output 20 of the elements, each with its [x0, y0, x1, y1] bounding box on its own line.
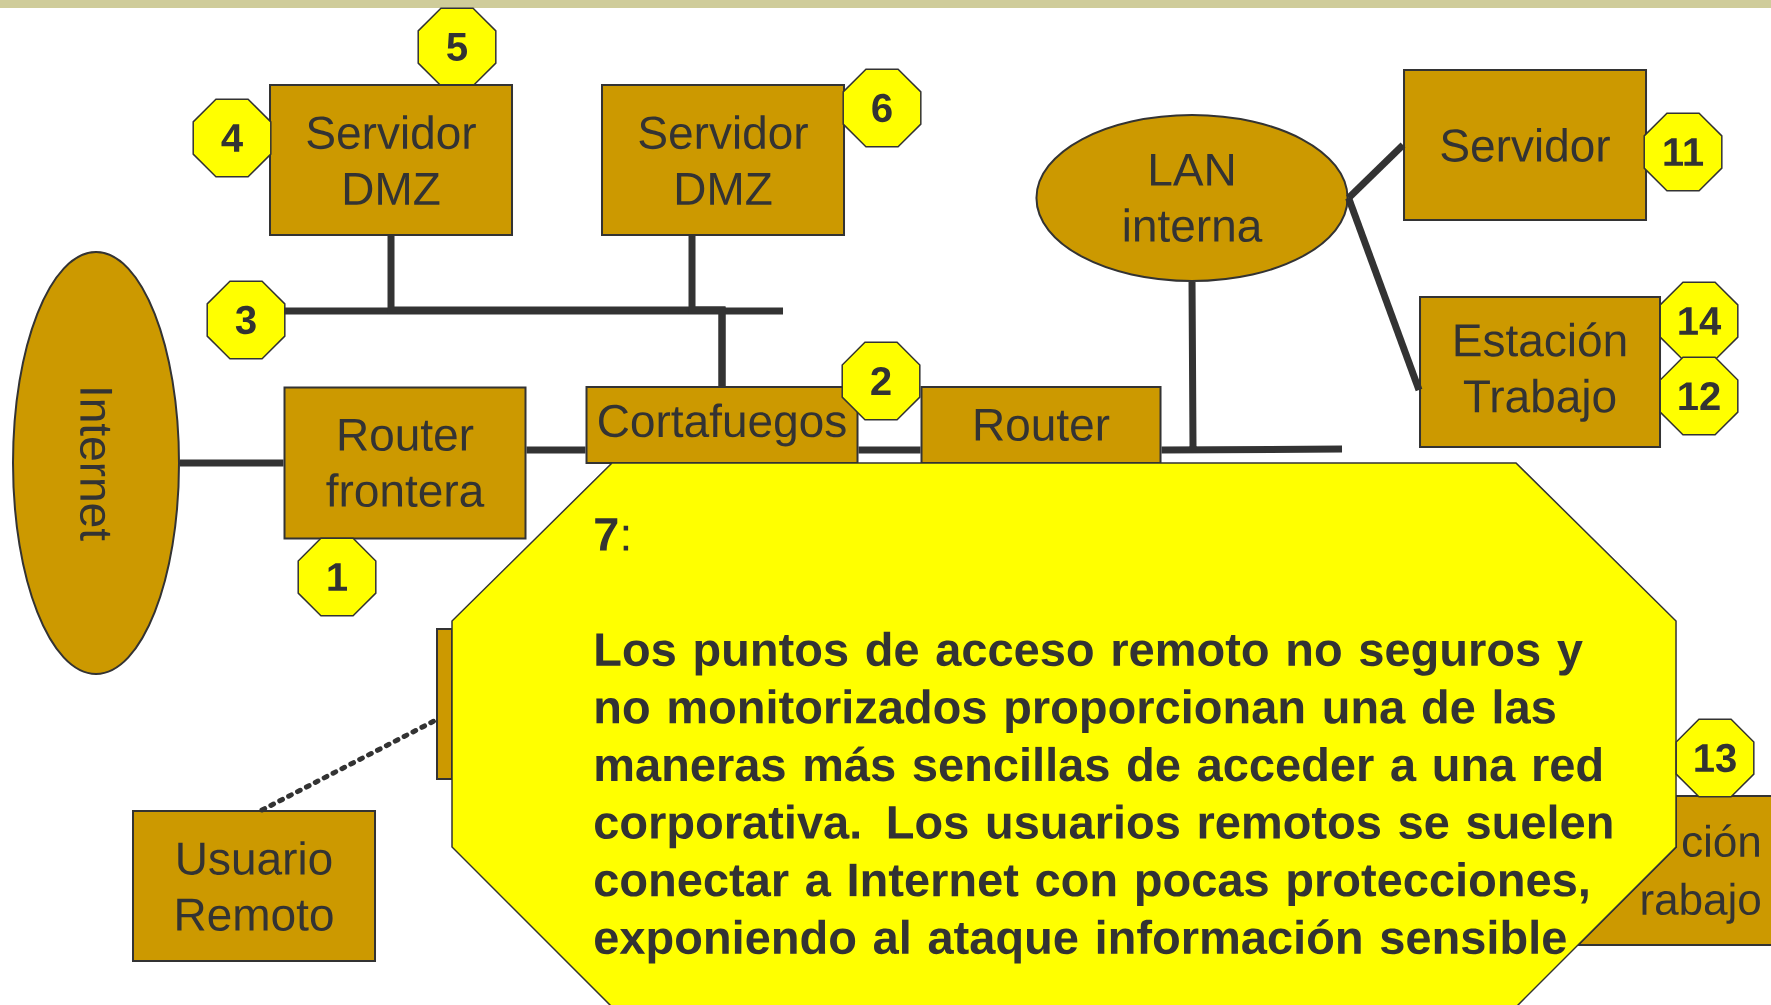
number-badge: 5 [417, 7, 497, 87]
number-badge: 14 [1659, 281, 1739, 361]
connector-line [1346, 142, 1406, 201]
server-box: Servidor DMZ [269, 84, 513, 236]
firewall-box: Cortafuegos [585, 386, 859, 464]
number-badge: 1 [297, 537, 377, 617]
workstation-box: Estación Trabajo [1419, 296, 1661, 448]
number-badge: 12 [1659, 356, 1739, 436]
number-badge: 13 [1675, 718, 1755, 798]
server-box: Servidor [1403, 69, 1647, 221]
connector-line [1345, 196, 1423, 392]
number-badge: 4 [192, 98, 272, 178]
router-box: Router [920, 386, 1162, 464]
number-badge: 6 [842, 68, 922, 148]
number-badge: 11 [1643, 112, 1723, 192]
number-badge: 3 [206, 280, 286, 360]
router-box: Router frontera [283, 386, 527, 540]
remote-user-box: Usuario Remoto [132, 810, 376, 962]
connector-line [259, 717, 439, 813]
server-box: Servidor DMZ [601, 84, 845, 236]
